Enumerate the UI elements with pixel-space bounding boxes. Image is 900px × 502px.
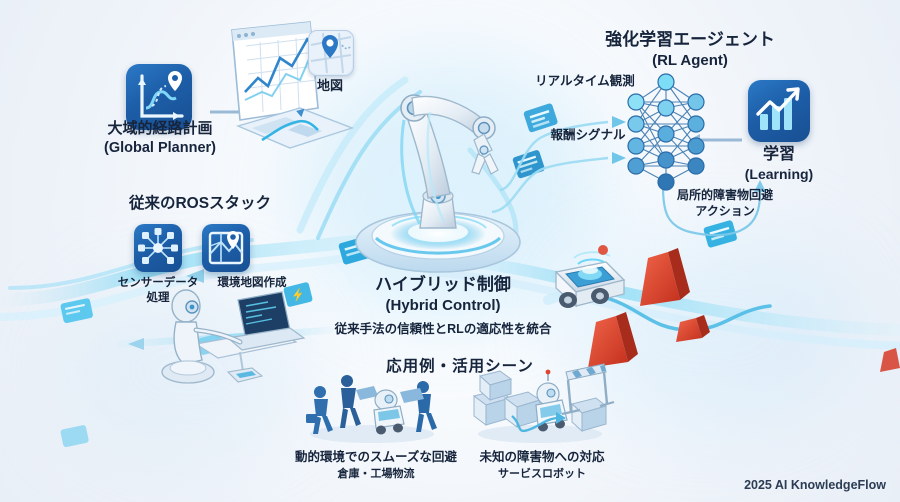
hybrid-control-title-en: (Hybrid Control) [385,297,501,314]
robot-operator-illustration [161,289,306,384]
robot-arm-illustration [355,94,521,273]
map-label: 地図 [316,78,343,93]
application-1-subtitle: 倉庫・工場物流 [337,468,415,480]
rl-agent-title: 強化学習エージェント [605,30,775,49]
sensor-data-label-line1: センサーデータ [117,277,199,289]
obstacle-cones [588,248,900,372]
neural-network-icon [618,72,714,191]
sensor-network-icon [134,224,182,272]
rl-output-label-line2: アクション [695,204,755,218]
rl-input-reward-label: 報酬シグナル [550,128,626,142]
growth-chart-icon [748,80,810,142]
map-build-icon [202,224,250,272]
ros-stack-heading: 従来のROSスタック [128,195,272,212]
watermark: 2025 AI KnowledgeFlow [744,478,886,492]
global-planner-title: 大域的経路計画 [107,120,213,137]
application-1-title: 動的環境でのスムーズな回避 [295,450,457,464]
learning-title: 学習 [762,146,795,163]
application-2-title: 未知の障害物への対応 [479,450,605,464]
rl-input-observation-label: リアルタイム観測 [535,74,635,88]
planner-screen-illustration [231,21,355,149]
hybrid-control-title: ハイブリッド制御 [375,275,511,294]
global-planner-title-en: (Global Planner) [104,140,216,156]
route-plan-icon [126,64,192,130]
map-pin-icon [308,30,354,76]
application-2-subtitle: サービスロボット [498,468,586,480]
action-feedback-loop [661,180,766,237]
sensor-data-label-line2: 処理 [146,292,170,304]
learning-title-en: (Learning) [744,166,814,182]
agv-robot-illustration [543,245,626,308]
app-scene-warehouse [306,375,437,443]
applications-heading: 応用例・活用シーン [386,358,534,375]
hybrid-control-subtitle: 従来手法の信頼性とRLの適応性を統合 [334,322,552,336]
rl-agent-title-en: (RL Agent) [652,52,728,69]
map-build-label: 環境地図作成 [217,277,287,289]
svg-text:⚡: ⚡ [290,287,306,303]
rl-output-label-line1: 局所的障害物回避 [676,188,773,202]
app-scene-service-robot [472,363,615,443]
